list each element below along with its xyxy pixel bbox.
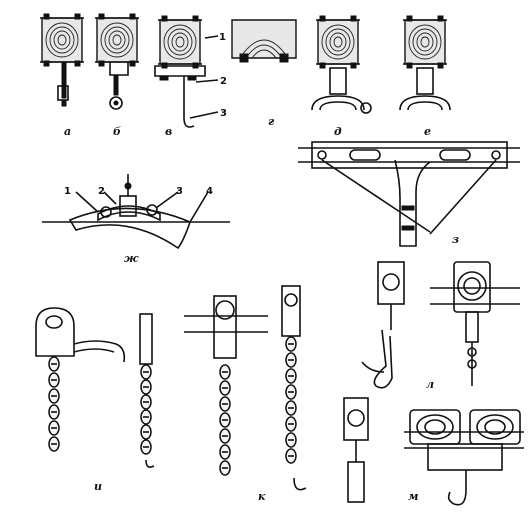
panel-d	[311, 15, 372, 114]
panel-v	[154, 15, 219, 128]
chain-link	[219, 460, 231, 476]
panel-zh	[42, 174, 230, 250]
chain-link	[219, 412, 231, 428]
panel-label-e: е	[424, 125, 431, 138]
chain-link	[285, 416, 297, 432]
panel-label-a: а	[64, 125, 71, 138]
chain-link	[219, 364, 231, 380]
panel-label-m: м	[408, 490, 418, 503]
chain-i-right	[140, 364, 152, 455]
callout-zh-4: 4	[206, 186, 213, 197]
chain-link	[140, 394, 152, 410]
panel-label-g: г	[268, 115, 275, 128]
chain-link	[219, 444, 231, 460]
chain-link	[285, 432, 297, 448]
chain-k-left	[219, 364, 231, 476]
panel-e	[399, 15, 451, 111]
chain-i-left	[48, 356, 60, 452]
chain-link	[140, 424, 152, 440]
chain-link	[140, 364, 152, 380]
panel-b	[94, 13, 140, 110]
chain-link	[285, 384, 297, 400]
chain-link	[140, 379, 152, 395]
chain-link	[219, 428, 231, 444]
chain-link	[285, 400, 297, 416]
panel-label-k: к	[258, 490, 266, 503]
panel-g	[231, 19, 297, 63]
panel-label-b: б	[113, 125, 121, 138]
chain-link	[219, 396, 231, 412]
panel-l	[361, 261, 520, 389]
panel-a	[39, 13, 85, 107]
chain-link	[48, 420, 60, 436]
chain-link	[48, 388, 60, 404]
panel-i	[35, 307, 155, 468]
chain-link	[48, 404, 60, 420]
chain-link	[285, 336, 297, 352]
chain-link	[140, 439, 152, 455]
callout-v-1: 1	[219, 32, 226, 43]
panel-label-l: л	[426, 378, 434, 391]
chain-link	[285, 368, 297, 384]
panel-label-zh: ж	[124, 252, 139, 265]
panel-label-i: и	[94, 480, 102, 493]
chain-link	[285, 448, 297, 464]
callout-v-3: 3	[220, 108, 227, 119]
chain-link	[48, 356, 60, 372]
chain-link	[285, 352, 297, 368]
callout-v-2: 2	[220, 76, 227, 87]
callout-zh-1: 1	[64, 186, 71, 197]
chain-link	[48, 372, 60, 388]
panel-label-v: в	[165, 125, 172, 138]
callout-zh-2: 2	[98, 186, 105, 197]
panel-label-z: з	[452, 233, 459, 246]
chain-link	[219, 380, 231, 396]
chain-link	[140, 409, 152, 425]
panel-label-d: д	[334, 125, 342, 138]
chain-k-right	[285, 336, 297, 464]
callout-zh-3: 3	[176, 186, 183, 197]
chain-link	[48, 436, 60, 452]
panel-k	[184, 285, 307, 491]
panel-m	[343, 397, 524, 506]
panel-z	[298, 141, 520, 247]
